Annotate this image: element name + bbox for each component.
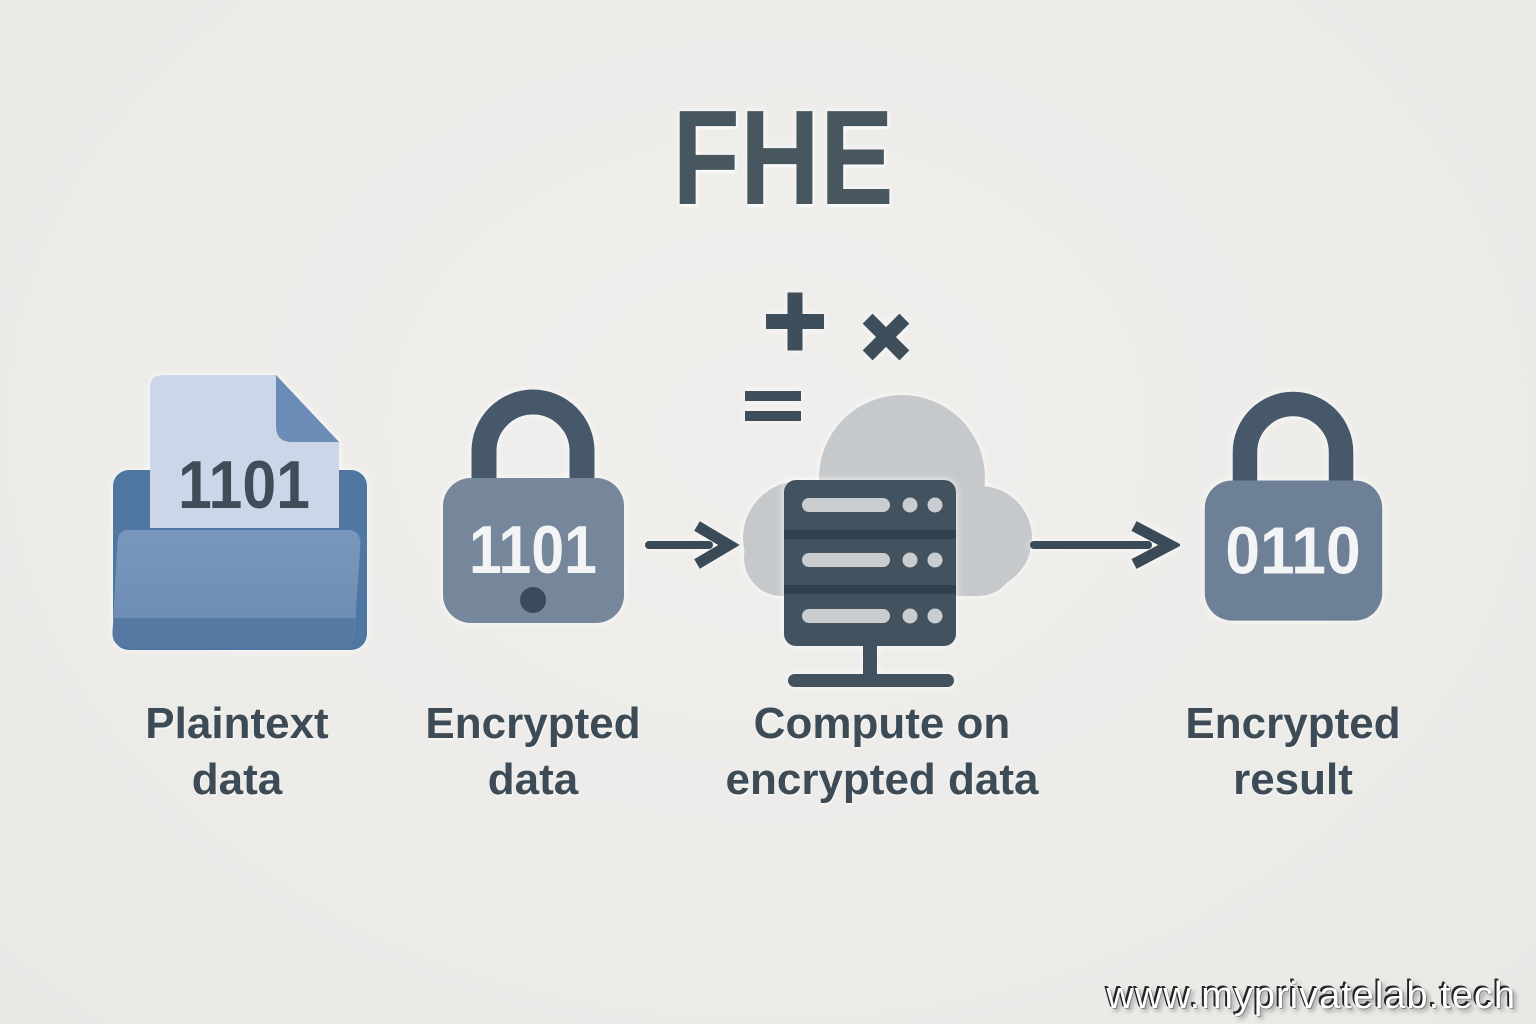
watermark-url: www.myprivatelab.tech [1106,975,1516,1017]
padlock-body [443,478,624,623]
padlock-icon: 1101 [443,389,624,623]
padlock-icon: 0110 [1204,391,1383,621]
server-stand-pole [863,638,877,678]
folder-document-icon: 1101 [112,375,367,650]
folder-bottom-edge [112,618,356,647]
arrow-head [694,521,740,569]
encrypted-value: 1101 [469,512,597,588]
math-operators [745,292,910,421]
page-title: FHE [583,90,983,225]
document-fold-corner [276,375,339,442]
stage-label-plaintext-data: Plaintext data [77,696,397,808]
folder-front-flap [112,530,361,647]
label-line: data [487,755,579,804]
arrow-head [1131,521,1180,569]
label-line: encrypted data [725,755,1039,804]
label-line: Compute on [753,699,1011,748]
padlock-shackle [471,389,595,490]
padlock-shackle [1232,391,1354,491]
plaintext-value: 1101 [178,447,310,523]
server-stand-base [788,674,954,687]
server-icon [784,480,956,687]
stage-label-encrypted-data: Encrypted data [373,696,693,808]
equals-operator-icon [745,391,801,421]
stage-label-compute-on-encrypted-data: Compute on encrypted data [702,696,1062,808]
right-arrow-icon [1030,521,1180,569]
server-lights [802,497,943,624]
label-line: result [1233,755,1353,804]
server-dividers [784,530,956,594]
label-line: data [191,755,283,804]
keyhole-dot [520,587,546,613]
plus-operator-icon [766,292,824,351]
result-value: 0110 [1225,515,1360,589]
label-line: Encrypted [425,699,641,748]
page-title-text: FHE [672,82,894,233]
multiply-operator-icon [862,313,910,361]
label-line: Encrypted [1185,699,1401,748]
label-line: Plaintext [145,699,329,748]
stage-label-encrypted-result: Encrypted result [1133,696,1453,808]
right-arrow-icon [645,521,740,569]
padlock-body [1204,480,1383,621]
